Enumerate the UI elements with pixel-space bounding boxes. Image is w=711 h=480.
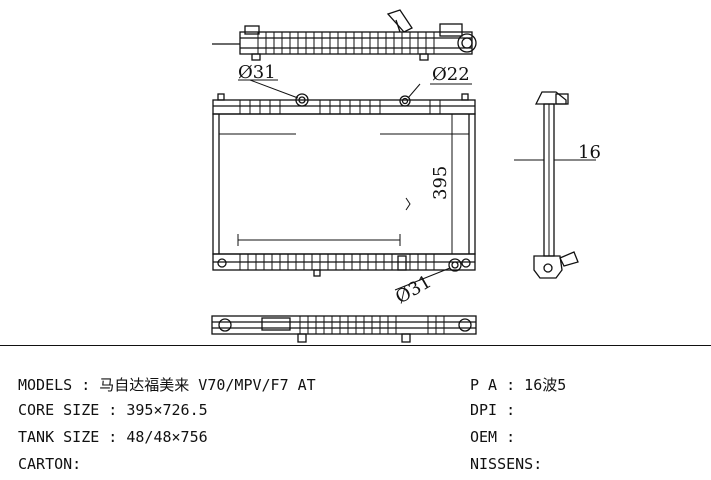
side-view [514,91,596,279]
spec-models: MODELS : 马自达福美来 V70/MPV/F7 AT [18,376,316,394]
spec-dpi: DPI : [470,401,516,419]
spec-tank-size: TANK SIZE : 48/48×756 [18,428,208,446]
dim-thickness-16: 16 [578,142,601,163]
dim-diameter-22: Ø22 [432,64,470,85]
spec-pa: P A : 16波5 [470,376,567,394]
dim-height-395: 395 [430,166,451,200]
radiator-technical-drawing: Ø31 Ø22 395 16 Ø31 [211,9,601,343]
spec-nissens: NISSENS: [470,455,543,473]
spec-core-size: CORE SIZE : 395×726.5 [18,401,208,419]
spec-oem: OEM : [470,428,516,446]
spec-carton: CARTON: [18,455,82,473]
bottom-tank-view [211,315,477,343]
dim-diameter-31-top: Ø31 [238,62,276,83]
top-tank-view [212,9,477,61]
divider-line [0,345,711,346]
front-view [212,79,476,291]
